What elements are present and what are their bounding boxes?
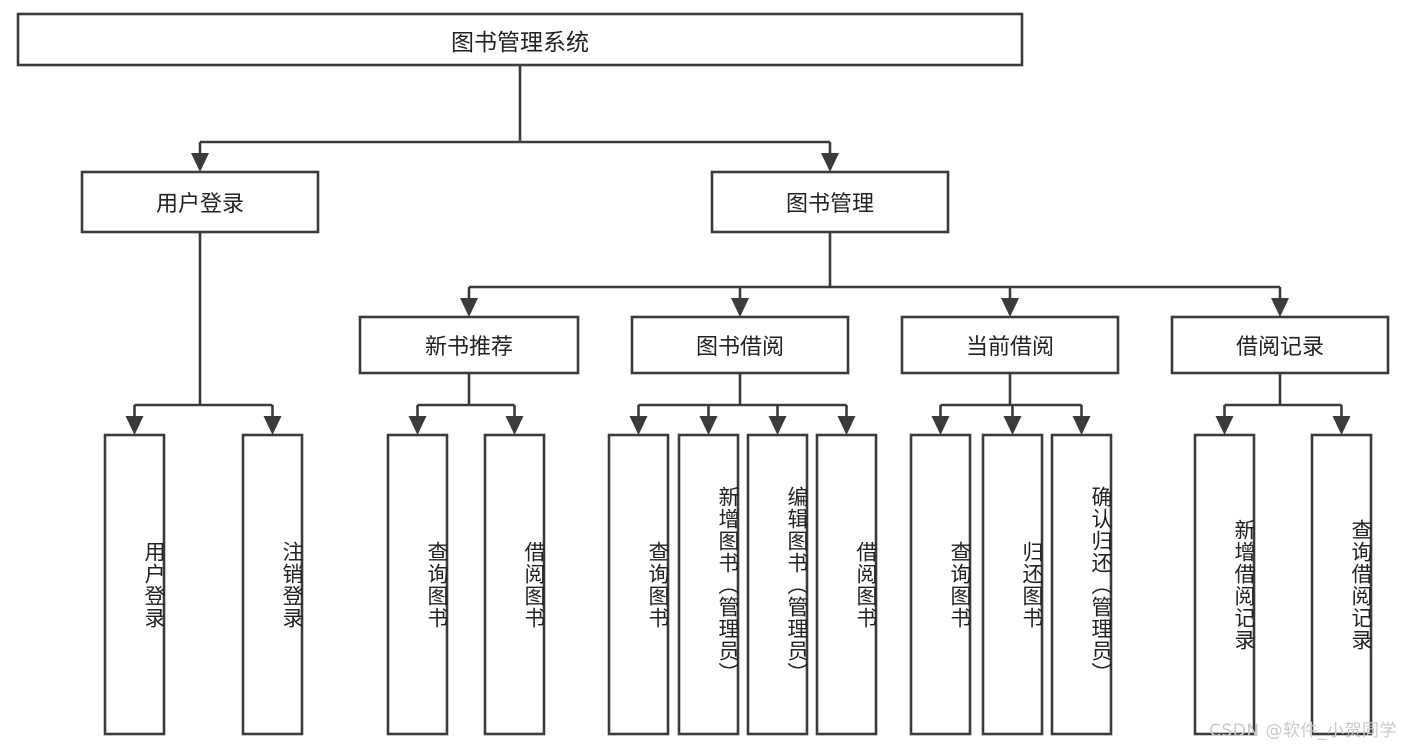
arrow-head-icon <box>699 416 718 435</box>
level2-node-user-login[interactable] <box>80 170 320 234</box>
arrow-head-icon <box>263 416 282 435</box>
arrow-head-icon <box>125 416 144 435</box>
edge-group-root <box>191 65 839 172</box>
leaf-node-leaf-query-book-cur[interactable] <box>909 433 972 736</box>
level3-node-book-borrow[interactable] <box>630 315 850 375</box>
edge-group-book-manage <box>460 232 1289 317</box>
arrow-head-icon <box>1001 298 1019 317</box>
leaf-node-leaf-query-record[interactable] <box>1310 433 1373 736</box>
arrow-head-icon <box>931 416 950 435</box>
leaf-node-leaf-logout[interactable] <box>241 433 304 736</box>
level2-node-book-manage[interactable] <box>710 170 950 234</box>
edge-group-borrow-record <box>1215 373 1351 435</box>
arrow-head-icon <box>821 153 839 172</box>
leaf-node-leaf-edit-book[interactable] <box>746 433 809 736</box>
edge-group-new-book-recommend <box>408 373 524 435</box>
arrow-head-icon <box>1003 416 1022 435</box>
level3-node-current-borrow[interactable] <box>900 315 1120 375</box>
leaf-node-leaf-return-book[interactable] <box>981 433 1044 736</box>
leaf-node-leaf-user-login[interactable] <box>103 433 166 736</box>
arrow-head-icon <box>731 298 749 317</box>
level3-node-borrow-record[interactable] <box>1170 315 1390 375</box>
arrow-head-icon <box>191 153 209 172</box>
watermark-text: CSDN @软件_小贺同学 <box>1209 721 1397 741</box>
leaf-node-leaf-query-book-rec[interactable] <box>386 433 449 736</box>
leaf-node-leaf-borrow-book-rec[interactable] <box>483 433 546 736</box>
arrow-head-icon <box>1072 416 1091 435</box>
arrow-head-icon <box>768 416 787 435</box>
leaf-node-leaf-borrow-book[interactable] <box>815 433 878 736</box>
arrow-head-icon <box>408 416 427 435</box>
level3-node-new-book-recommend[interactable] <box>358 315 580 375</box>
leaf-node-leaf-add-book[interactable] <box>677 433 740 736</box>
leaf-node-leaf-confirm-return[interactable] <box>1050 433 1113 736</box>
root-node-root[interactable] <box>16 12 1024 67</box>
edge-group-current-borrow <box>931 373 1091 435</box>
edge-group-user-login <box>125 232 282 435</box>
edge-group-book-borrow <box>629 373 856 435</box>
arrow-head-icon <box>1215 416 1234 435</box>
leaf-node-leaf-add-record[interactable] <box>1193 433 1256 736</box>
arrow-head-icon <box>505 416 524 435</box>
leaf-node-leaf-query-book-borrow[interactable] <box>607 433 670 736</box>
arrow-head-icon <box>1332 416 1351 435</box>
arrow-head-icon <box>837 416 856 435</box>
arrow-head-icon <box>460 298 478 317</box>
arrow-head-icon <box>1271 298 1289 317</box>
arrow-head-icon <box>629 416 648 435</box>
